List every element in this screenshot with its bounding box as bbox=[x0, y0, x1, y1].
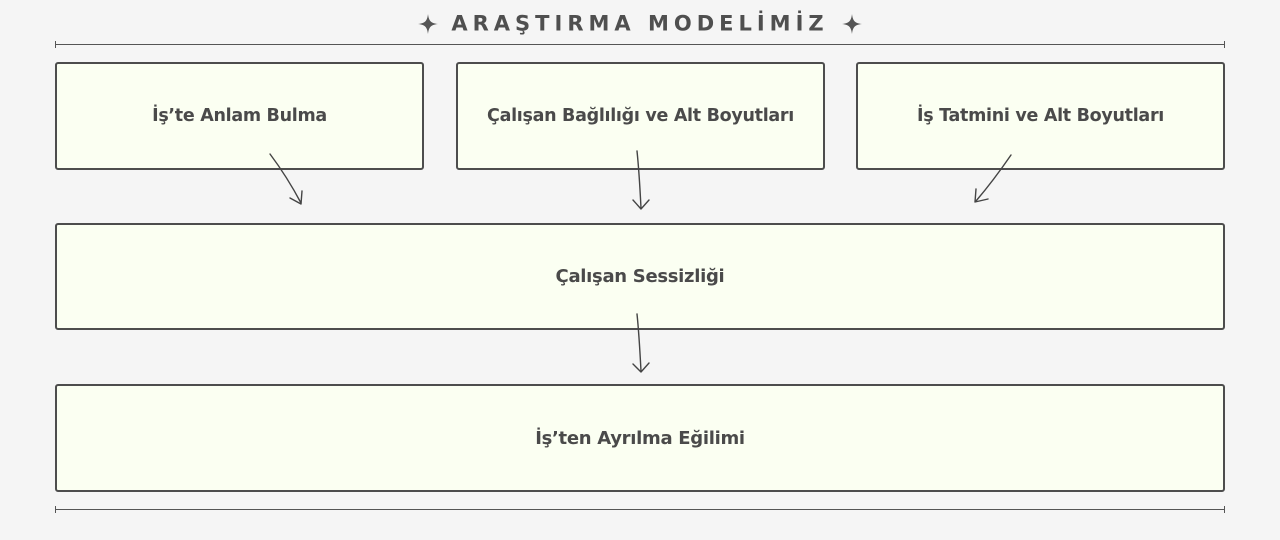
diagram-title: ARAŞTIRMA MODELİMİZ bbox=[0, 8, 1280, 38]
node-meaning: İş’te Anlam Bulma bbox=[55, 62, 424, 170]
diagram-title-text: ARAŞTIRMA MODELİMİZ bbox=[451, 11, 829, 36]
node-satisfaction-label: İş Tatmini ve Alt Boyutları bbox=[917, 106, 1164, 126]
node-silence: Çalışan Sessizliği bbox=[55, 223, 1225, 330]
node-turnover: İş’ten Ayrılma Eğilimi bbox=[55, 384, 1225, 492]
four-point-star-icon bbox=[841, 13, 862, 34]
node-meaning-label: İş’te Anlam Bulma bbox=[152, 106, 327, 126]
node-engagement-label: Çalışan Bağlılığı ve Alt Boyutları bbox=[487, 106, 794, 126]
four-point-star-icon bbox=[418, 13, 439, 34]
bottom-divider bbox=[55, 506, 1225, 513]
node-turnover-label: İş’ten Ayrılma Eğilimi bbox=[535, 427, 745, 449]
node-silence-label: Çalışan Sessizliği bbox=[555, 266, 725, 287]
node-engagement: Çalışan Bağlılığı ve Alt Boyutları bbox=[456, 62, 825, 170]
top-divider bbox=[55, 41, 1225, 48]
node-satisfaction: İş Tatmini ve Alt Boyutları bbox=[856, 62, 1225, 170]
